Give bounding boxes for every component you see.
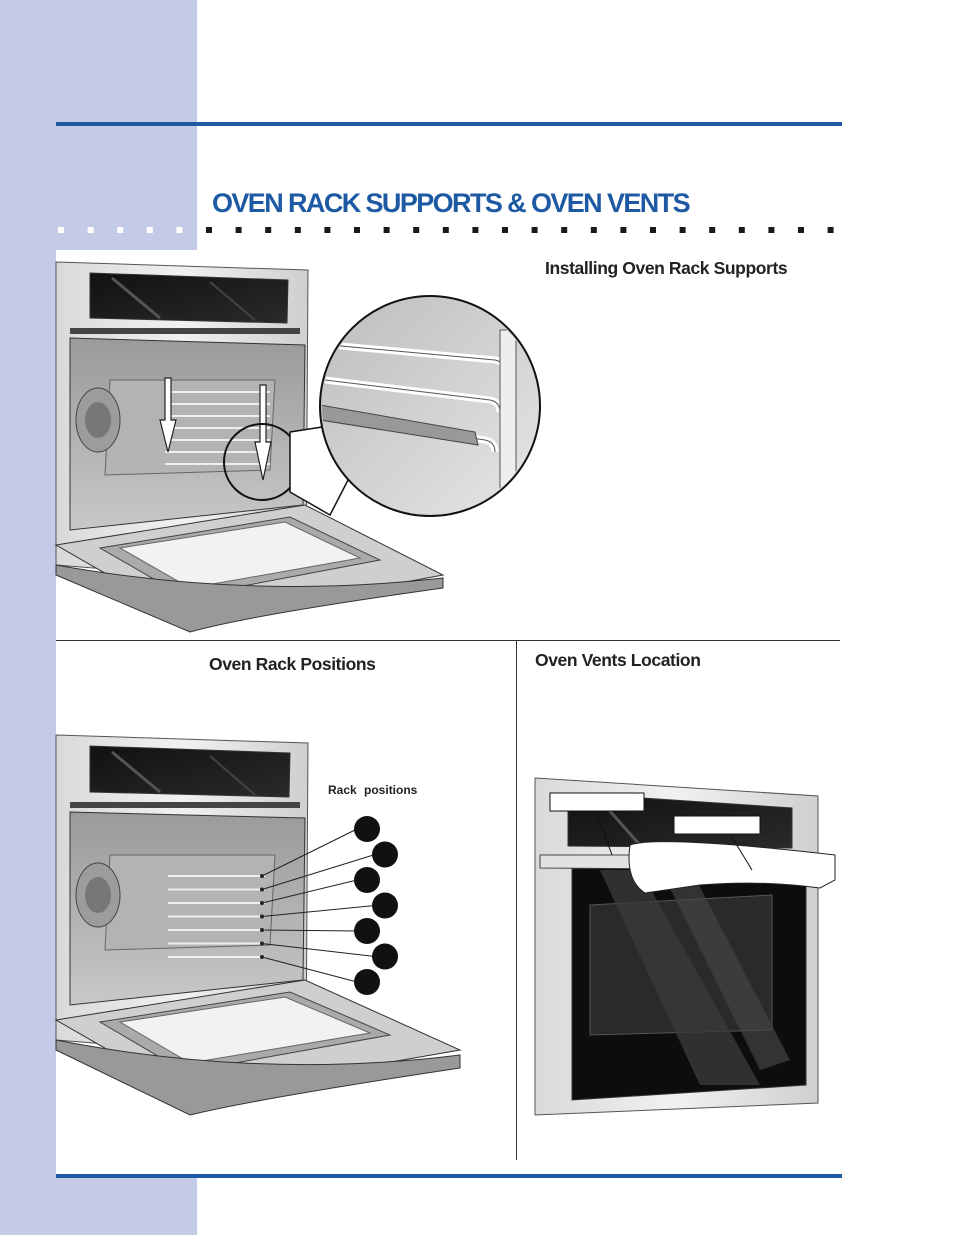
rack-anchor-dot xyxy=(260,941,264,946)
separator-dot xyxy=(354,227,360,233)
separator-dot xyxy=(87,227,94,233)
separator-dot xyxy=(738,227,745,233)
installing-supports-heading: Installing Oven Rack Supports xyxy=(545,258,788,278)
page-title: OVEN RACK SUPPORTS & OVEN VENTS xyxy=(212,188,691,218)
separator-dot xyxy=(650,227,656,233)
rack-position-marker xyxy=(354,867,380,893)
separator-dot xyxy=(265,227,272,233)
rack-positions-label: Rack positions xyxy=(328,783,418,797)
separator-dot xyxy=(620,227,627,233)
rack-anchor-dot xyxy=(260,928,264,932)
rack-positions-heading: Oven Rack Positions xyxy=(209,654,376,674)
separator-dot xyxy=(117,227,124,233)
separator-dot xyxy=(502,227,508,233)
rack-leader-line xyxy=(261,956,358,983)
top-rule xyxy=(56,122,842,126)
bottom-rule xyxy=(56,1174,842,1178)
rack-leader-line xyxy=(261,828,358,877)
separator-dot xyxy=(58,227,64,233)
rack-leader-line xyxy=(261,879,358,904)
section-divider-vertical xyxy=(516,640,517,1160)
rack-anchor-dot xyxy=(260,914,264,919)
rack-leader-line xyxy=(261,943,376,957)
separator-dot xyxy=(176,227,183,233)
rack-position-marker xyxy=(354,816,380,842)
separator-dot xyxy=(206,227,212,233)
separator-dot xyxy=(472,227,479,233)
separator-dot xyxy=(590,227,597,233)
rack-position-marker xyxy=(354,969,380,995)
separator-dot xyxy=(324,227,331,233)
rack-position-marker xyxy=(372,841,398,868)
rack-leader-line xyxy=(261,905,376,917)
separator-dot xyxy=(709,227,716,233)
rack-position-marker xyxy=(354,918,380,944)
vents-location-heading: Oven Vents Location xyxy=(535,650,701,670)
separator-dot xyxy=(531,227,538,233)
separator-dot xyxy=(146,227,153,233)
rack-leader-line xyxy=(261,854,376,890)
separator-dot xyxy=(827,227,834,233)
rack-anchor-dot xyxy=(260,955,264,959)
rack-anchor-dot xyxy=(260,887,264,892)
separator-dot xyxy=(561,227,568,233)
dotted-separator xyxy=(58,227,834,233)
separator-dot xyxy=(235,227,242,233)
rack-position-marker xyxy=(372,943,398,970)
separator-dot xyxy=(798,227,804,233)
separator-dot xyxy=(383,227,390,233)
separator-dot xyxy=(294,227,301,233)
rack-position-marker xyxy=(372,892,398,919)
section-divider-horizontal xyxy=(56,640,840,641)
separator-dot xyxy=(768,227,775,233)
rack-anchor-dot xyxy=(260,901,264,905)
rack-anchor-dot xyxy=(260,874,264,878)
separator-dot xyxy=(442,227,449,233)
separator-dot xyxy=(679,227,686,233)
rack-leader-line xyxy=(261,929,358,932)
separator-dot xyxy=(413,227,420,233)
